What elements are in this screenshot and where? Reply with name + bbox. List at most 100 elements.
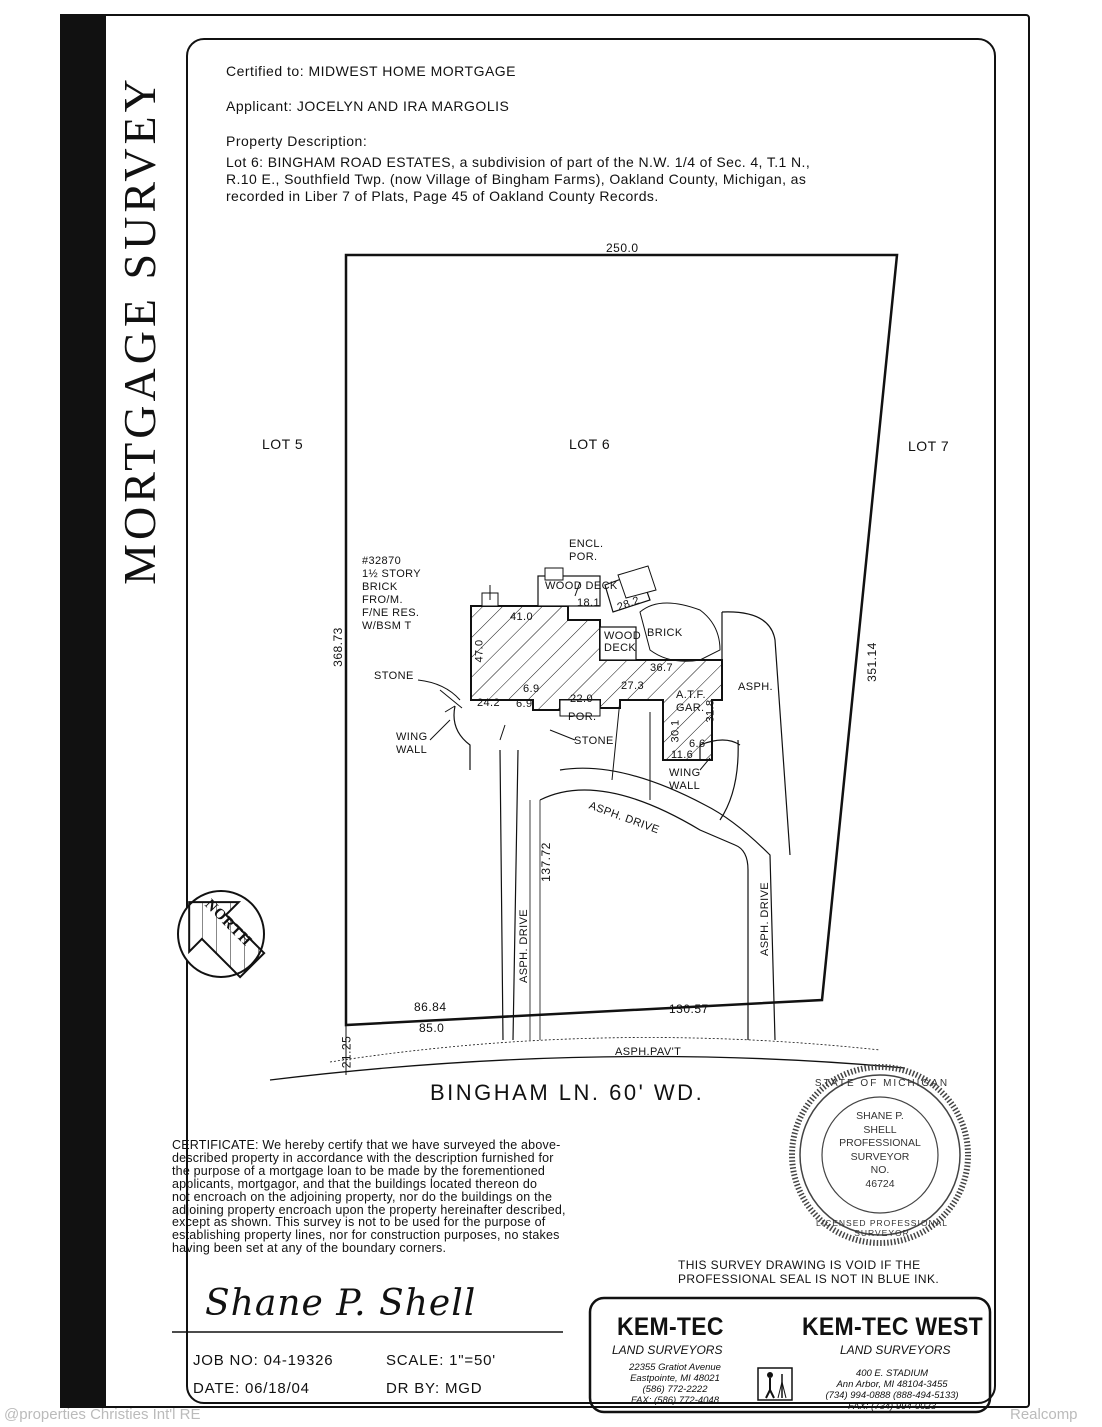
label-line: WING [669, 767, 701, 779]
bldg-dim: 41.0 [510, 611, 534, 623]
asph-label: ASPH. [738, 681, 774, 693]
void-line: THIS SURVEY DRAWING IS VOID IF THE [678, 1258, 921, 1272]
watermark-right: Realcomp [1010, 1406, 1078, 1423]
dim-middle: 137.72 [538, 842, 553, 882]
certified-to: Certified to: MIDWEST HOME MORTGAGE [226, 63, 517, 79]
wood-deck-small-label: WOOD DECK [604, 630, 641, 654]
house-line: BRICK [362, 581, 398, 593]
bldg-dim: 24.2 [477, 697, 501, 709]
date: DATE: 06/18/04 [193, 1380, 310, 1397]
addr-line: Eastpointe, MI 48021 [630, 1373, 720, 1384]
lot-7-label: LOT 7 [908, 438, 950, 454]
watermark-left: @properties Christies Int'l RE [4, 1406, 201, 1423]
property-description: Lot 6: BINGHAM ROAD ESTATES, a subdivisi… [226, 154, 986, 205]
seal-line: SHANE P. [856, 1110, 904, 1122]
label-line: WALL [396, 744, 428, 756]
addr-line: (734) 994-0888 (888-494-5133) [825, 1390, 959, 1401]
asph-drive-curve [539, 789, 749, 1040]
addr-line: Ann Arbor, MI 48104-3455 [836, 1379, 948, 1390]
property-desc-label: Property Description: [226, 133, 368, 149]
wing-wall-right-label: WING WALL [669, 767, 701, 793]
encl-por-label: ENCL. POR. [569, 538, 603, 564]
signature: Shane P. Shell [205, 1283, 477, 1324]
desc-line: recorded in Liber 7 of Plats, Page 45 of… [226, 188, 659, 204]
label-line: POR. [569, 551, 598, 563]
dim-left: 368.73 [330, 627, 345, 667]
cert-line: adjoining property encroach upon the pro… [172, 1202, 566, 1217]
dim-corner: 21.25 [339, 1035, 354, 1069]
seal-line: NO. [870, 1164, 890, 1176]
void-notice: THIS SURVEY DRAWING IS VOID IF THE PROFE… [678, 1258, 939, 1286]
lot-5-label: LOT 5 [262, 436, 304, 452]
cert-line: establishing property lines, nor for con… [172, 1228, 560, 1243]
bldg-dim: 18.1 [577, 597, 601, 609]
road-edge [269, 1055, 906, 1081]
house-line: #32870 [362, 555, 402, 567]
wing-wall-right [699, 739, 741, 760]
addr-line: FAX: (734) 994-0023 [847, 1401, 936, 1412]
firm-left-sub: LAND SURVEYORS [612, 1343, 723, 1357]
stone-left-label: STONE [374, 670, 414, 682]
dim-top: 250.0 [606, 241, 639, 255]
addr-line: (586) 772-2222 [642, 1384, 708, 1395]
job-number: JOB NO: 04-19326 [193, 1352, 334, 1369]
lot-boundary [344, 253, 899, 1027]
cert-line: not encroach on the adjoining property, … [172, 1189, 553, 1204]
wood-deck-top-label: WOOD DECK [545, 580, 618, 592]
title-sidebar [60, 14, 106, 1408]
bldg-dim: 6.6 [689, 738, 706, 750]
surveyor-icon [757, 1367, 793, 1401]
asph-drive-left-label: ASPH. DRIVE [518, 908, 531, 984]
label-line: WALL [669, 780, 701, 792]
cert-line: except as shown. This survey is not to b… [172, 1215, 546, 1230]
dim-bottom-left: 86.84 [414, 1000, 447, 1014]
lot-6-label: LOT 6 [569, 436, 611, 452]
driveway-left [499, 749, 519, 1041]
seal-ring-top: STATE OF MICHIGAN [814, 1078, 950, 1089]
porch-label: POR. [568, 711, 597, 723]
asph-pad [719, 611, 791, 856]
label-line: A.T.F. [676, 689, 706, 701]
addr-line: FAX: (586) 772-4048 [630, 1395, 719, 1406]
firm-right-name: KEM-TEC WEST [802, 1313, 983, 1341]
bldg-dim: 30.1 [669, 719, 682, 743]
firm-box [588, 1296, 992, 1414]
certificate-text: CERTIFICATE: We hereby certify that we h… [172, 1139, 652, 1255]
firm-right-address: 400 E. STADIUM Ann Arbor, MI 48104-3455 … [812, 1368, 972, 1412]
desc-line: R.10 E., Southfield Twp. (now Village of… [226, 171, 807, 187]
house-line: FRO/M. [362, 594, 403, 606]
stone-right-label: STONE [574, 735, 614, 747]
scale: SCALE: 1"=50' [386, 1352, 496, 1369]
wood-deck-small [599, 626, 637, 661]
seal-ring-bottom: LICENSED PROFESSIONAL SURVEYOR [815, 1218, 948, 1238]
drawn-by: DR BY: MGD [386, 1380, 483, 1397]
label-line: WOOD [604, 630, 642, 642]
bldg-dim: 31.8 [704, 699, 717, 723]
seal-line: SHELL [863, 1123, 897, 1136]
firm-right-sub: LAND SURVEYORS [840, 1343, 951, 1357]
house-description: #32870 1½ STORY BRICK FRO/M. F/NE RES. W… [362, 555, 421, 633]
wing-wall-left-label: WING WALL [396, 731, 428, 757]
cert-line: the purpose of a mortgage loan to be mad… [172, 1163, 546, 1178]
dim-bottom-left-inner: 85.0 [419, 1021, 445, 1035]
label-line: ENCL. [569, 538, 604, 550]
dim-bottom-right: 130.57 [669, 1002, 709, 1016]
cert-line: applicants, mortgagor, and that the buil… [172, 1176, 538, 1191]
addr-line: 400 E. STADIUM [855, 1368, 929, 1379]
asph-drive-right-label: ASPH. DRIVE [759, 881, 772, 957]
applicant: Applicant: JOCELYN AND IRA MARGOLIS [226, 98, 510, 114]
road-centerline [329, 1037, 881, 1063]
porch [559, 699, 601, 717]
cert-line: CERTIFICATE: We hereby certify that we h… [172, 1138, 561, 1152]
wood-deck-top [537, 575, 601, 607]
garage-label: A.T.F. GAR. [676, 689, 706, 715]
desc-line: Lot 6: BINGHAM ROAD ESTATES, a subdivisi… [226, 154, 811, 170]
house-line: F/NE RES. [362, 607, 420, 619]
bldg-dim: 36.7 [650, 662, 674, 674]
bldg-dim: 47.0 [473, 639, 486, 663]
firm-left-address: 22355 Gratiot Avenue Eastpointe, MI 4802… [600, 1362, 750, 1406]
addr-line: 22355 Gratiot Avenue [629, 1362, 721, 1373]
seal-center: SHANE P. SHELL PROFESSIONAL SURVEYOR NO.… [832, 1110, 928, 1191]
seal-line: PROFESSIONAL [839, 1137, 921, 1149]
